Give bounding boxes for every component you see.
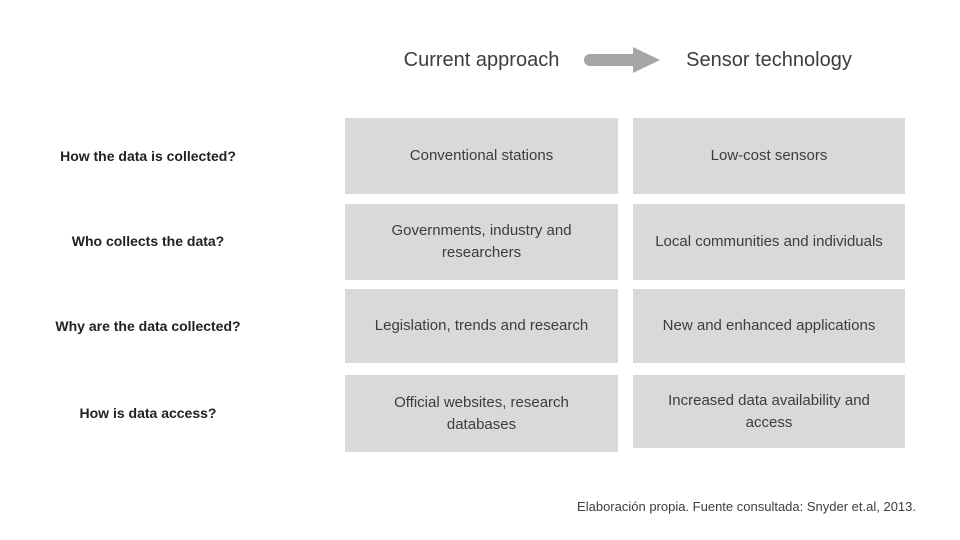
column-header-current-approach: Current approach: [403, 49, 560, 71]
row-label-how-data-access: How is data access?: [79, 405, 217, 421]
cell-text: New and enhanced applications: [662, 317, 876, 334]
cell-sensor-technology-row-3: New and enhanced applications: [633, 289, 905, 363]
cell-text: Governments, industry and researchers: [391, 222, 572, 261]
cell-sensor-technology-row-4: Increased data availability and access: [633, 375, 905, 448]
cell-current-approach-row-1: Conventional stations: [345, 118, 618, 194]
cell-text: Legislation, trends and research: [374, 317, 589, 334]
cell-text: Official websites, research databases: [394, 393, 569, 433]
cell-text: Increased data availability and access: [668, 391, 870, 431]
row-label-how-data-collected: How the data is collected?: [60, 148, 236, 164]
cell-sensor-technology-row-1: Low-cost sensors: [633, 118, 905, 194]
column-headers: Current approach Sensor technology: [0, 40, 960, 80]
row-label-who-collects-data: Who collects the data?: [71, 233, 225, 249]
cell-sensor-technology-row-2: Local communities and individuals: [633, 204, 905, 280]
cell-text: Conventional stations: [409, 147, 554, 164]
right-arrow-icon: [584, 44, 664, 76]
cell-text: Low-cost sensors: [710, 147, 828, 164]
source-note: Elaboración propia. Fuente consultada: S…: [577, 499, 916, 514]
cell-text: Local communities and individuals: [655, 233, 883, 250]
cell-current-approach-row-2: Governments, industry and researchers: [345, 204, 618, 280]
row-label-why-data-collected: Why are the data collected?: [55, 318, 241, 334]
column-header-sensor-technology: Sensor technology: [686, 49, 852, 71]
cell-current-approach-row-3: Legislation, trends and research: [345, 289, 618, 363]
cell-current-approach-row-4: Official websites, research databases: [345, 375, 618, 452]
